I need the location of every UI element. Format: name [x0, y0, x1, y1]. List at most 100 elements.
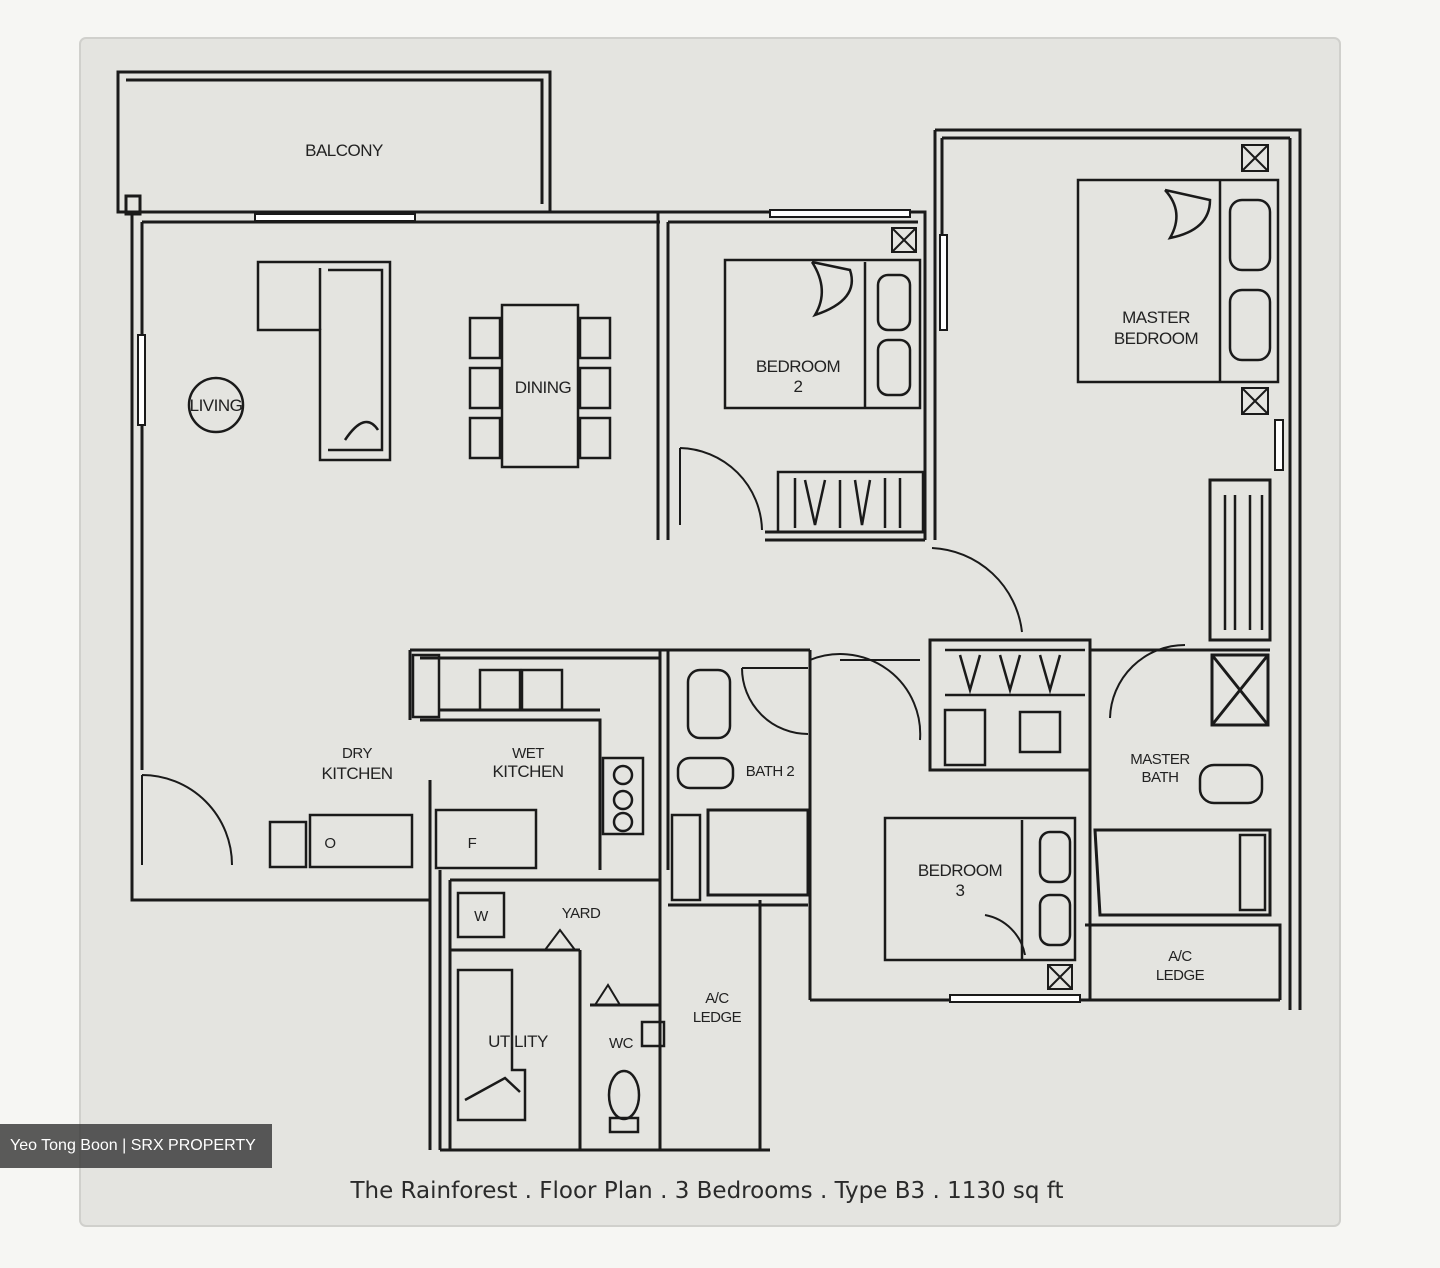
right-outer-wall — [1288, 130, 1302, 1010]
left-outer-wall — [130, 212, 430, 902]
window-master-right — [1274, 419, 1284, 471]
bath2-toilet — [676, 756, 735, 790]
label-washer: W — [474, 908, 489, 925]
label-bedroom2-line2: 2 — [794, 377, 803, 396]
label-master-bedroom-line2: BEDROOM — [1114, 329, 1198, 348]
master-bath-door — [1109, 644, 1186, 719]
room-labels: BALCONY LIVING DINING BEDROOM 2 MASTER B… — [190, 141, 1206, 1052]
watermark-text: Yeo Tong Boon | SRX PROPERTY — [10, 1137, 256, 1154]
bedroom3-door — [809, 653, 922, 741]
oven-counter — [308, 813, 414, 869]
ac-ledge-left-wall — [668, 900, 808, 1150]
master-bed — [1076, 178, 1280, 384]
bath2-vanity — [670, 813, 702, 902]
label-balcony: BALCONY — [305, 141, 383, 160]
shaft-cross — [1210, 654, 1270, 726]
master-shower — [1238, 833, 1267, 912]
label-living: LIVING — [190, 396, 243, 415]
label-wet-kitchen-line1: WET — [512, 745, 544, 762]
label-wc: WC — [609, 1035, 634, 1052]
dining-chair — [468, 316, 502, 360]
main-door — [141, 774, 233, 866]
windows — [137, 209, 1284, 1003]
label-master-bath-line1: MASTER — [1130, 751, 1190, 768]
doors — [141, 447, 1186, 1006]
master-bath-shaft — [1210, 653, 1270, 727]
window-living-side — [137, 334, 146, 426]
label-oven: O — [324, 835, 335, 852]
window-bedroom3 — [949, 994, 1081, 1003]
fridge — [434, 808, 538, 870]
sofa-lamp — [343, 420, 380, 441]
bedroom2-bed — [723, 258, 922, 410]
label-dry-kitchen-line1: DRY — [342, 745, 372, 762]
bath2-door — [741, 667, 809, 735]
bedroom3-wardrobe-door — [984, 914, 1026, 956]
window-living — [254, 213, 416, 222]
utility-wall — [450, 948, 582, 1150]
label-bath2: BATH 2 — [746, 763, 795, 780]
master-left-wall — [923, 130, 944, 540]
living-marker — [187, 376, 245, 434]
wc-basin — [640, 1020, 666, 1048]
master-shower-wall — [1093, 828, 1272, 917]
wc-wall — [590, 1003, 662, 1150]
label-ac-ledge-right-line2: LEDGE — [1156, 967, 1205, 984]
master-door — [931, 547, 1023, 633]
walk-in-rails — [945, 648, 1085, 697]
label-dry-kitchen-line2: KITCHEN — [321, 764, 392, 783]
bed3-pillow — [1038, 830, 1072, 884]
label-wet-kitchen-line2: KITCHEN — [492, 762, 563, 781]
window-master-side — [939, 234, 948, 331]
bedroom2-wardrobe — [776, 470, 925, 534]
label-bedroom3-line1: BEDROOM — [918, 861, 1002, 880]
label-utility: UTILITY — [488, 1032, 548, 1051]
master-wardrobe — [1208, 478, 1272, 642]
utility-bed — [456, 968, 527, 1122]
kitchen-hob — [601, 756, 645, 836]
label-master-bath-line2: BATH — [1142, 769, 1179, 786]
utility-left-wall — [428, 780, 442, 1150]
label-bedroom2-line1: BEDROOM — [756, 357, 840, 376]
window-bedroom2 — [769, 209, 911, 218]
label-ac-ledge-left-line1: A/C — [705, 990, 729, 1007]
kitchen-cabinet — [411, 653, 441, 719]
bedroom2-left-wall — [656, 212, 670, 540]
washer — [456, 891, 506, 939]
walk-in-shelf — [943, 708, 987, 767]
aircon-units — [891, 144, 1269, 990]
bedroom3-bed — [883, 816, 1077, 962]
ac-ledge-right-wall — [1085, 923, 1282, 1000]
sofa — [256, 260, 392, 462]
label-yard: YARD — [562, 905, 601, 922]
bedroom2-door — [679, 447, 763, 531]
yard-door-mark — [544, 928, 576, 951]
bath2-tub — [686, 668, 732, 740]
furniture — [256, 178, 1280, 1134]
master-toilet — [1198, 763, 1264, 805]
watermark-badge: Yeo Tong Boon | SRX PROPERTY — [0, 1124, 272, 1168]
bed2-blanket — [810, 260, 853, 318]
dining-table — [500, 303, 580, 469]
bed2-pillow — [876, 273, 912, 332]
yard-wall — [448, 878, 660, 1150]
label-fridge: F — [468, 835, 477, 852]
label-ac-ledge-left-line2: LEDGE — [693, 1009, 742, 1026]
kitchen-sink — [478, 668, 522, 712]
kitchen-top-wall — [408, 648, 810, 720]
wc-door-mark — [594, 983, 621, 1006]
label-dining: DINING — [515, 378, 572, 397]
master-pillow — [1228, 198, 1272, 272]
label-bedroom3-line2: 3 — [956, 881, 965, 900]
balcony-inner-wall — [126, 78, 544, 204]
master-bath-wall — [1088, 648, 1270, 1000]
bath2-shower-wall — [706, 808, 810, 897]
master-blanket — [1164, 188, 1212, 240]
label-master-bedroom-line1: MASTER — [1122, 308, 1190, 327]
floor-plan-caption: The Rainforest . Floor Plan . 3 Bedrooms… — [350, 1178, 1064, 1204]
shoe-cabinet — [268, 820, 308, 869]
label-ac-ledge-right-line1: A/C — [1168, 948, 1192, 965]
walls — [116, 70, 1302, 1152]
